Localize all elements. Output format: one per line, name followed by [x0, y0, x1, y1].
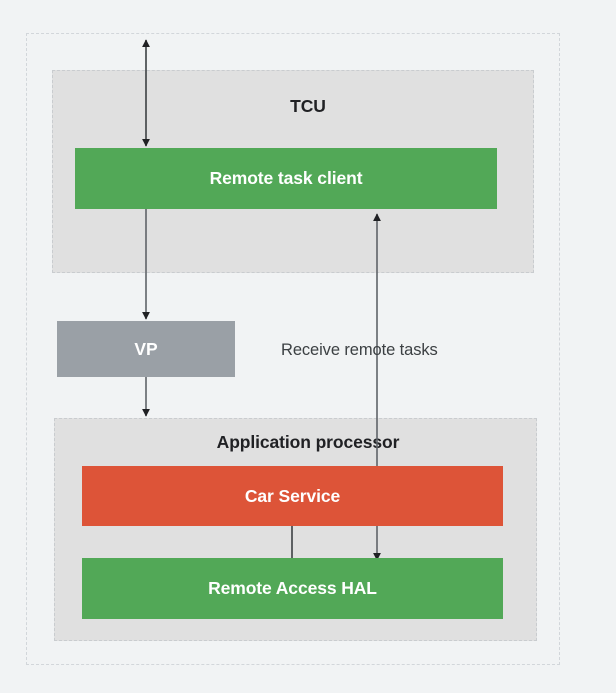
group-application-processor-label: Application processor — [216, 432, 400, 452]
block-remote-task-client-label: Remote task client — [209, 168, 363, 188]
block-remote-task-client[interactable]: Remote task client — [75, 148, 497, 209]
block-car-service-label: Car Service — [244, 485, 341, 506]
block-vp-label: VP — [134, 338, 158, 359]
block-remote-access-hal-label: Remote Access HAL — [208, 578, 377, 598]
block-vp[interactable]: VP — [57, 321, 235, 377]
vehicle-boundary — [26, 33, 560, 665]
block-car-service[interactable]: Car Service — [82, 466, 503, 526]
group-tcu-label: TCU — [290, 96, 326, 116]
block-remote-access-hal[interactable]: Remote Access HAL — [82, 558, 503, 619]
connector-label-receive-remote-tasks: Receive remote tasks — [281, 341, 438, 359]
